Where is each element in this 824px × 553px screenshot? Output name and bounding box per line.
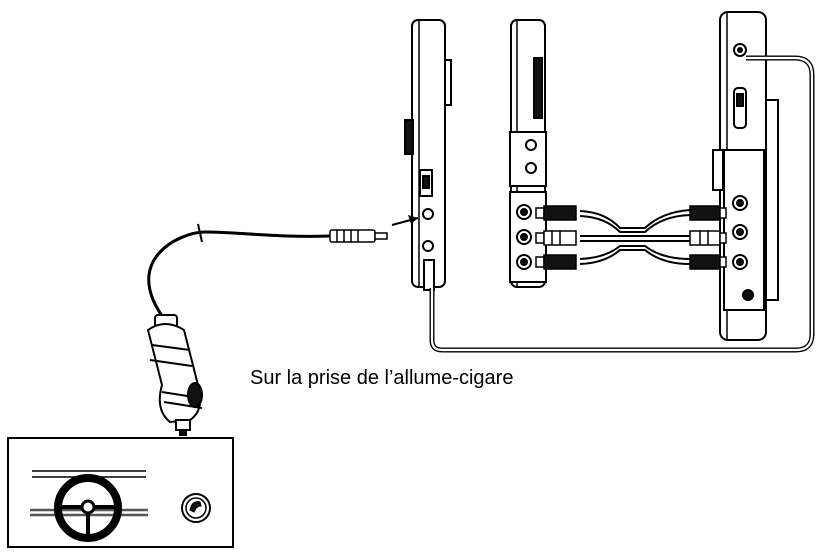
av-plugs-main-unit (689, 205, 727, 270)
player-2-side-view (509, 19, 547, 288)
main-unit-side-view (712, 11, 779, 341)
car-dashboard (7, 437, 234, 548)
dc-plug (329, 229, 388, 243)
steering-wheel-icon (54, 474, 122, 542)
cigarette-lighter-adapter (146, 314, 203, 436)
av-plugs-player-2 (535, 205, 577, 270)
caption-text: Sur la prise de l’allume-cigare (250, 367, 514, 389)
player-1-side-view (404, 19, 452, 291)
lighter-socket-icon (181, 493, 211, 523)
dc-cable (147, 230, 331, 321)
av-cable (579, 209, 691, 265)
